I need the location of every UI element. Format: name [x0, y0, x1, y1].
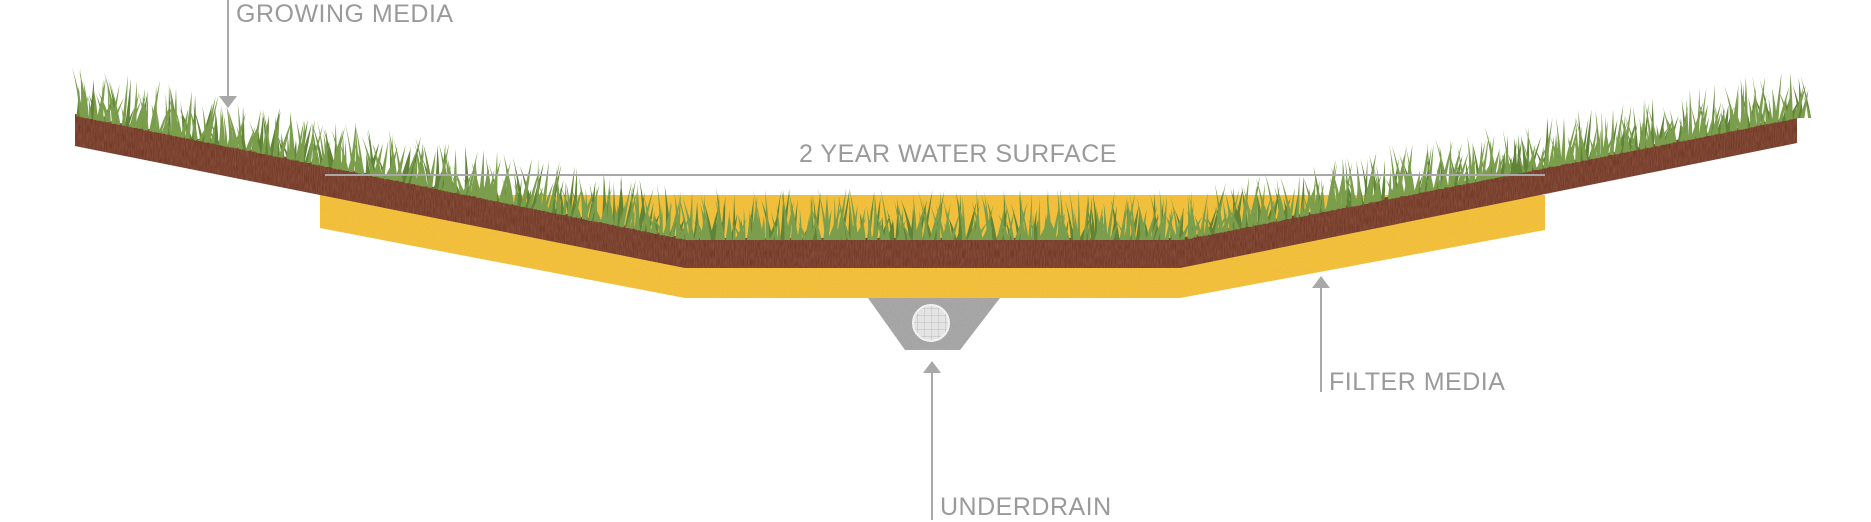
grass-vegetation	[72, 67, 1812, 240]
underdrain-pipe	[912, 304, 950, 342]
filter-media-label: FILTER MEDIA	[1329, 368, 1505, 396]
underdrain-label: UNDERDRAIN	[940, 493, 1112, 521]
water-surface-label: 2 YEAR WATER SURFACE	[799, 140, 1117, 168]
growing-media-callout: GROWING MEDIA	[219, 0, 454, 108]
underdrain-trench	[868, 298, 1000, 350]
filter-media-arrow-icon	[1312, 276, 1330, 288]
growing-media-label: GROWING MEDIA	[236, 0, 454, 28]
water-surface-callout: 2 YEAR WATER SURFACE	[325, 140, 1545, 176]
growing-media-texture	[75, 114, 1797, 268]
filter-media-callout: FILTER MEDIA	[1312, 276, 1505, 396]
underdrain-arrow-icon	[923, 361, 941, 373]
grass-blades	[72, 67, 1812, 240]
underdrain-callout: UNDERDRAIN	[923, 361, 1112, 521]
growing-media-arrow-icon	[219, 96, 237, 108]
growing-media-layer	[75, 114, 1797, 268]
